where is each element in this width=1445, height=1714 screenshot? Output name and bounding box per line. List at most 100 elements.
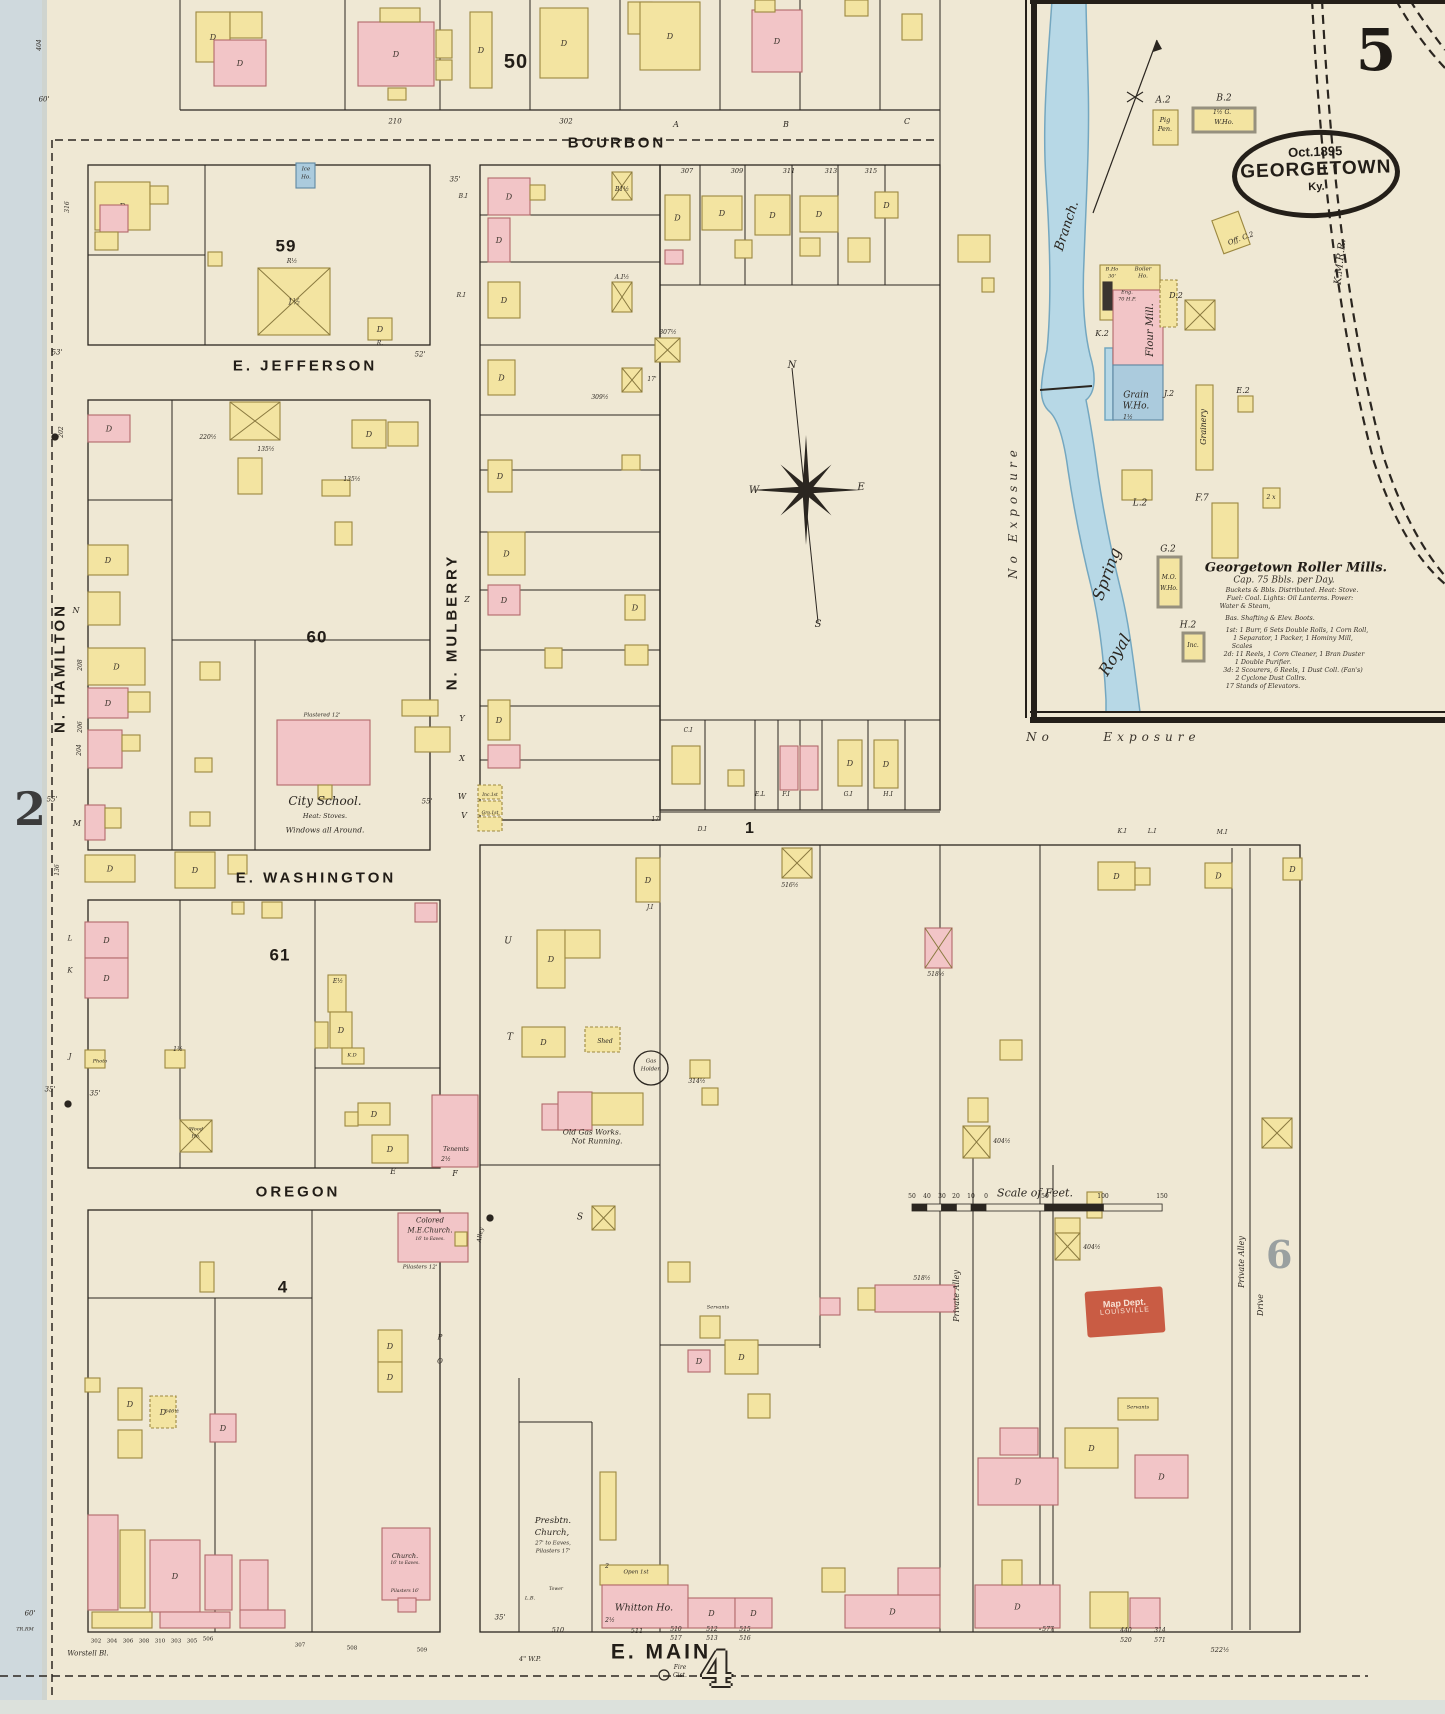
building-footprint [701, 1087, 719, 1106]
building-footprint [664, 249, 684, 265]
building-footprint [687, 1597, 736, 1629]
map-label: V [461, 811, 467, 820]
building-footprint [431, 1094, 479, 1168]
building-footprint [779, 745, 799, 791]
map-label: K.D [347, 1052, 357, 1059]
building-footprint [557, 1091, 593, 1131]
building-footprint [874, 1284, 956, 1313]
map-label: Fuel: Coal. Lights: Oil Lanterns. Power: [1226, 594, 1354, 602]
map-label: 59 [275, 236, 297, 256]
fire-cistern [658, 1669, 670, 1681]
map-label: 310 [154, 1638, 166, 1645]
map-label: Bas. Shafting & Elev. Boots. [1225, 614, 1315, 622]
adjacent-sheet-bottom: 4 [700, 1642, 734, 1698]
building-footprint [1152, 109, 1179, 146]
building-footprint [119, 1529, 146, 1609]
map-label: No [1026, 730, 1054, 744]
building-footprint [84, 1049, 106, 1069]
building-label: D [500, 596, 508, 605]
building-label: D [105, 425, 113, 434]
hydrant-dot [51, 433, 59, 441]
building-footprint [239, 1559, 269, 1613]
building-footprint [1181, 631, 1206, 663]
adjacent-sheet-right: 6 [1266, 1232, 1293, 1277]
map-label: 4 [277, 1277, 289, 1297]
map-label: 508 [346, 1645, 358, 1652]
map-label: Holder. [640, 1066, 662, 1073]
map-label: E [390, 1167, 396, 1176]
map-label: 510 [670, 1626, 682, 1633]
scale-number: 40 [923, 1193, 931, 1200]
building-footprint [367, 317, 393, 341]
building-label: D [846, 759, 854, 768]
building-footprint [276, 719, 371, 786]
building-cross [1184, 299, 1216, 331]
map-label: E. JEFFERSON [232, 357, 378, 375]
map-label: 308 [138, 1638, 150, 1645]
building-footprint [209, 1413, 237, 1443]
map-label: E. MAIN [610, 1640, 712, 1664]
building-label: D [695, 1357, 703, 1366]
map-label: Heat: Stoves. [302, 811, 348, 820]
building-footprint [487, 217, 511, 263]
map-label: Pig [1159, 115, 1171, 124]
map-label: R. [376, 340, 384, 347]
map-label: 309½ [591, 394, 609, 401]
mill-race [1104, 347, 1114, 421]
map-label: 520 [1120, 1637, 1132, 1644]
building-footprint [84, 921, 129, 959]
map-label: 27' to Eaves, [535, 1540, 571, 1547]
map-label: Buckets & Bbls. Distributed. Heat: Stove… [1225, 586, 1359, 594]
page-bottom-edge [0, 1700, 1445, 1714]
building-footprint [699, 1315, 721, 1339]
building-footprint [857, 1287, 876, 1311]
building-footprint [149, 1539, 201, 1613]
map-label: T [506, 1032, 514, 1043]
map-label: Pilasters 16' [390, 1588, 420, 1594]
map-label: 135½ [343, 476, 361, 483]
map-label: G.I [843, 791, 853, 798]
building-footprint [1211, 210, 1251, 255]
building-footprint [94, 231, 119, 251]
building-footprint [689, 1059, 711, 1079]
map-label: Old Gas Works. [562, 1127, 622, 1137]
map-label: 53' [51, 348, 63, 357]
building-label: D [112, 663, 120, 672]
building-cross [611, 281, 633, 313]
map-label: 60' [38, 95, 50, 104]
building-footprint [1211, 502, 1239, 559]
building-footprint [381, 1527, 431, 1601]
map-label: B.2 [1216, 93, 1232, 104]
map-label: A [673, 120, 679, 129]
building-cross [179, 1119, 213, 1153]
map-label: 35' [494, 1613, 506, 1622]
map-label: M.O. [1161, 574, 1177, 581]
building-footprint [1159, 279, 1178, 328]
map-label: M.E.Church. [407, 1226, 453, 1235]
map-label: 309 [730, 166, 744, 175]
map-label: TR.RM [16, 1626, 34, 1633]
map-label: W [457, 792, 467, 801]
map-label: E½ [332, 978, 344, 985]
building-label: D [497, 374, 505, 383]
building-footprint [844, 1594, 941, 1629]
map-label: 135½ [257, 446, 275, 453]
map-label: 311 [782, 166, 796, 175]
building-label: D [737, 1353, 745, 1362]
map-label: L.2 [1132, 498, 1148, 509]
map-label: Tower [548, 1586, 564, 1592]
building-footprint [529, 184, 546, 201]
map-label: O [437, 1357, 443, 1366]
map-label: E. WASHINGTON [235, 869, 397, 887]
building-footprint [1001, 1559, 1023, 1586]
building-footprint [1156, 555, 1183, 609]
building-footprint [87, 687, 129, 719]
building-label: D [159, 1408, 167, 1417]
map-label: L.I [1147, 828, 1157, 835]
map-label: 307½ [659, 329, 677, 336]
building-cross [1261, 1117, 1293, 1149]
map-label: 518½ [927, 971, 945, 978]
map-label: J.I [646, 904, 654, 911]
map-label: Flour Mill. [1145, 303, 1156, 357]
map-label: 509 [416, 1647, 428, 1654]
